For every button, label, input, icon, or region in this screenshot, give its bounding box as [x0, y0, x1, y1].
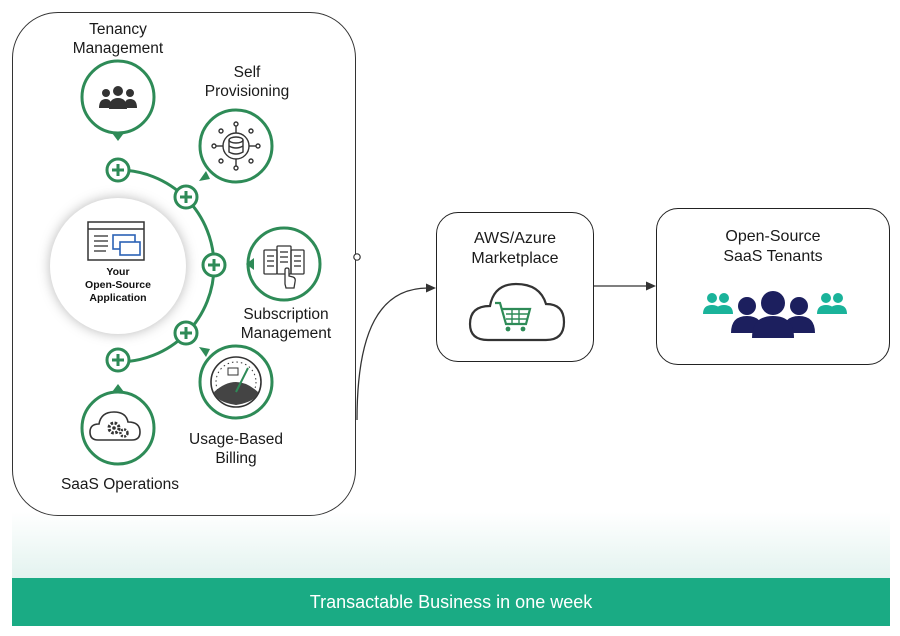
- self-provisioning-label: Self Provisioning: [192, 63, 302, 101]
- subscription-label-text: Subscription Management: [240, 306, 332, 342]
- tenants-title-line1: Open-Source: [725, 228, 821, 245]
- tenants-title-line2: SaaS Tenants: [723, 248, 823, 265]
- arrowhead-tenants: [646, 281, 656, 291]
- frame-to-marketplace-arrow: [356, 287, 429, 421]
- plus-node-1: [105, 157, 131, 183]
- tenancy-label-text: Tenancy Management: [72, 21, 164, 57]
- frame-connector-dot: [353, 253, 361, 261]
- tenancy-label: Tenancy Management: [58, 20, 178, 58]
- subscription-label: Subscription Management: [232, 305, 340, 343]
- database-network-icon: [211, 121, 261, 171]
- banner-fade: [12, 512, 890, 578]
- plus-node-3: [201, 252, 227, 278]
- pricing-table-icon: [263, 245, 305, 289]
- tenants-group-icon: [703, 291, 847, 338]
- tenants-box: Open-Source SaaS Tenants: [656, 208, 890, 365]
- banner: Transactable Business in one week: [12, 578, 890, 626]
- gauge-icon: [210, 356, 262, 408]
- self-provisioning-label-text: Self Provisioning: [204, 64, 290, 100]
- usage-billing-node: [198, 344, 274, 420]
- people-group-icon: [99, 86, 137, 109]
- cloud-gears-icon: [89, 411, 141, 441]
- self-provisioning-node: [198, 108, 274, 184]
- subscription-node: [246, 226, 322, 302]
- marketplace-title-line1: AWS/Azure: [473, 230, 557, 247]
- app-line-1: Your: [106, 266, 130, 278]
- app-line-2: Open-Source: [85, 279, 151, 291]
- marketplace-box: AWS/Azure Marketplace: [436, 212, 594, 362]
- usage-billing-label-text: Usage-Based Billing: [189, 431, 283, 467]
- plus-node-4: [173, 320, 199, 346]
- saas-operations-label: SaaS Operations: [50, 475, 190, 494]
- banner-text: Transactable Business in one week: [309, 592, 593, 612]
- usage-billing-label: Usage-Based Billing: [181, 430, 291, 468]
- application-node: [50, 198, 186, 334]
- plus-node-2: [173, 184, 199, 210]
- tenancy-node: [80, 59, 156, 141]
- cloud-cart-icon: [468, 282, 566, 342]
- saas-operations-label-text: SaaS Operations: [60, 476, 180, 493]
- application-window-icon: [87, 221, 145, 261]
- plus-node-5: [105, 347, 131, 373]
- marketplace-title-line2: Marketplace: [471, 250, 559, 267]
- arrowhead-marketplace: [426, 283, 436, 293]
- saas-operations-node: [80, 384, 156, 466]
- app-line-3: Application: [89, 292, 147, 304]
